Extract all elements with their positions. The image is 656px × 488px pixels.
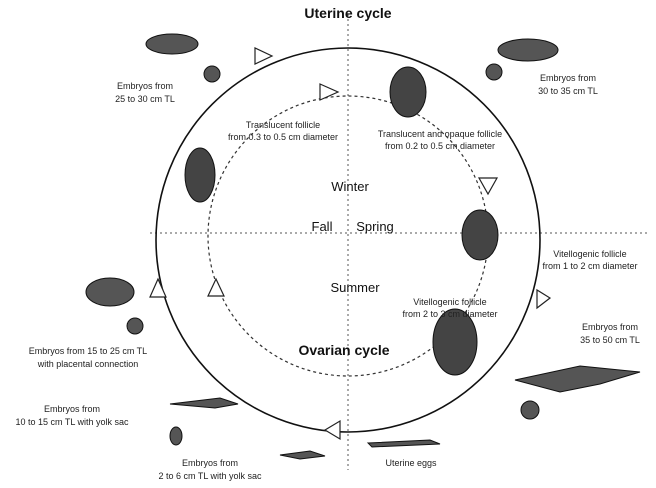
embryo-10-yolk-icon — [170, 427, 182, 445]
embryos-25-label-1: Embryos from — [117, 81, 173, 91]
embryo-30-icon — [498, 39, 558, 61]
embryos-2-label-2: 2 to 6 cm TL with yolk sac — [158, 471, 262, 481]
embryos-15-label-2: with placental connection — [37, 359, 139, 369]
embryos-10-label-1: Embryos from — [44, 404, 100, 414]
embryos-35-label-2: 35 to 50 cm TL — [580, 335, 640, 345]
ovary-vitellogenic-small-icon — [462, 210, 498, 260]
season-summer: Summer — [330, 280, 380, 295]
ovarian-arrow-top — [320, 84, 338, 100]
vitellogenic-follicle-2-label-1: Vitellogenic follicle — [413, 297, 486, 307]
embryo-30-yolk-icon — [486, 64, 502, 80]
ovarian-cycle-title: Ovarian cycle — [298, 342, 389, 358]
ovary-translucent-opaque-icon — [390, 67, 426, 117]
uterine-arrow-left — [150, 279, 166, 297]
vitellogenic-follicle-2-label-2: from 2 to 3 cm diameter — [402, 309, 497, 319]
season-winter: Winter — [331, 179, 369, 194]
translucent-follicle-label-1: Translucent follicle — [246, 120, 320, 130]
embryo-35-placenta-icon — [521, 401, 539, 419]
uterine-cycle-title: Uterine cycle — [304, 5, 391, 21]
ovarian-arrow-left — [208, 279, 224, 296]
translucent-opaque-follicle-label-2: from 0.2 to 0.5 cm diameter — [385, 141, 495, 151]
embryo-10-icon — [170, 398, 238, 408]
uterine-arrow-top — [255, 48, 272, 64]
embryos-10-label-2: 10 to 15 cm TL with yolk sac — [15, 417, 129, 427]
embryo-15-icon — [86, 278, 134, 306]
embryo-25-yolk-icon — [204, 66, 220, 82]
embryo-15-placenta-icon — [127, 318, 143, 334]
ovarian-arrow-right — [479, 178, 497, 194]
ovary-translucent-icon — [185, 148, 215, 202]
uterine-arrow-right — [537, 290, 550, 308]
embryos-30-label-2: 30 to 35 cm TL — [538, 86, 598, 96]
embryos-25-label-2: 25 to 30 cm TL — [115, 94, 175, 104]
embryo-35-shark-icon — [515, 366, 640, 392]
season-fall: Fall — [312, 219, 333, 234]
vitellogenic-follicle-1-label-2: from 1 to 2 cm diameter — [542, 261, 637, 271]
embryos-30-label-1: Embryos from — [540, 73, 596, 83]
uterine-eggs-label: Uterine eggs — [385, 458, 437, 468]
translucent-follicle-label-2: from 0.3 to 0.5 cm diameter — [228, 132, 338, 142]
embryos-15-label-1: Embryos from 15 to 25 cm TL — [29, 346, 147, 356]
uterine-eggs-icon — [368, 440, 440, 447]
translucent-opaque-follicle-label-1: Translucent and opaque follicle — [378, 129, 502, 139]
embryos-35-label-1: Embryos from — [582, 322, 638, 332]
embryo-25-icon — [146, 34, 198, 54]
season-spring: Spring — [356, 219, 394, 234]
embryos-2-label-1: Embryos from — [182, 458, 238, 468]
uterine-arrow-bottom — [325, 421, 340, 439]
embryo-2-icon — [280, 451, 325, 459]
vitellogenic-follicle-1-label-1: Vitellogenic follicle — [553, 249, 626, 259]
